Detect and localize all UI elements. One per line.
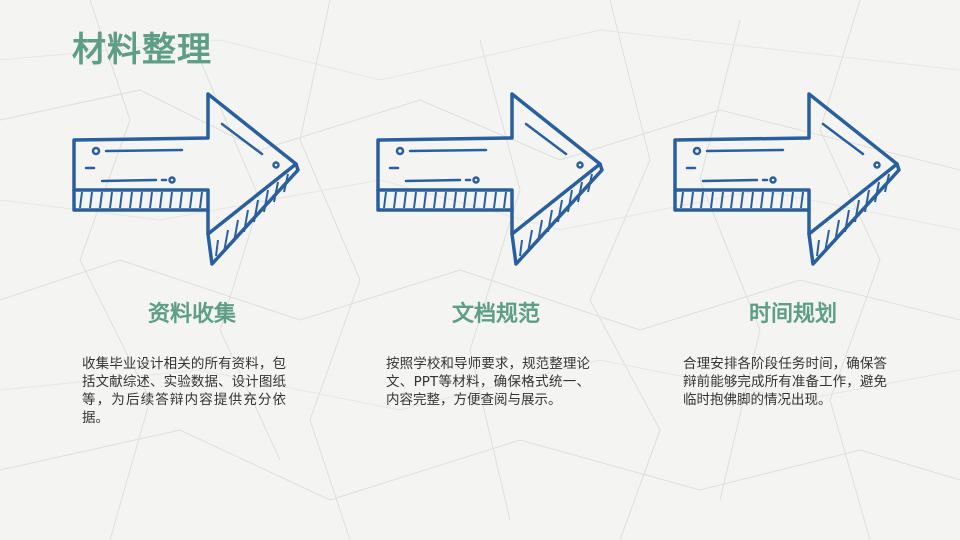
arrow-right-icon — [72, 92, 300, 266]
column-description: 按照学校和导师要求，规范整理论文、PPT等材料，确保格式统一、内容完整，方便查阅… — [386, 356, 590, 408]
column-description: 收集毕业设计相关的所有资料，包括文献综述、实验数据、设计图纸等，为后续答辩内容提… — [82, 356, 286, 426]
arrow-right-icon — [673, 92, 901, 266]
column-material-collection: 资料收集 收集毕业设计相关的所有资料，包括文献综述、实验数据、设计图纸等，为后续… — [72, 0, 312, 540]
column-heading: 文档规范 — [451, 302, 540, 327]
page-title: 材料整理 — [72, 30, 212, 70]
column-heading: 时间规划 — [748, 302, 837, 327]
column-document-standard: 文档规范 按照学校和导师要求，规范整理论文、PPT等材料，确保格式统一、内容完整… — [376, 0, 616, 540]
column-heading: 资料收集 — [147, 302, 236, 327]
column-description: 合理安排各阶段任务时间，确保答辩前能够完成所有准备工作，避免临时抱佛脚的情况出现… — [683, 356, 887, 408]
column-time-planning: 时间规划 合理安排各阶段任务时间，确保答辩前能够完成所有准备工作，避免临时抱佛脚… — [673, 0, 913, 540]
arrow-right-icon — [376, 92, 604, 266]
